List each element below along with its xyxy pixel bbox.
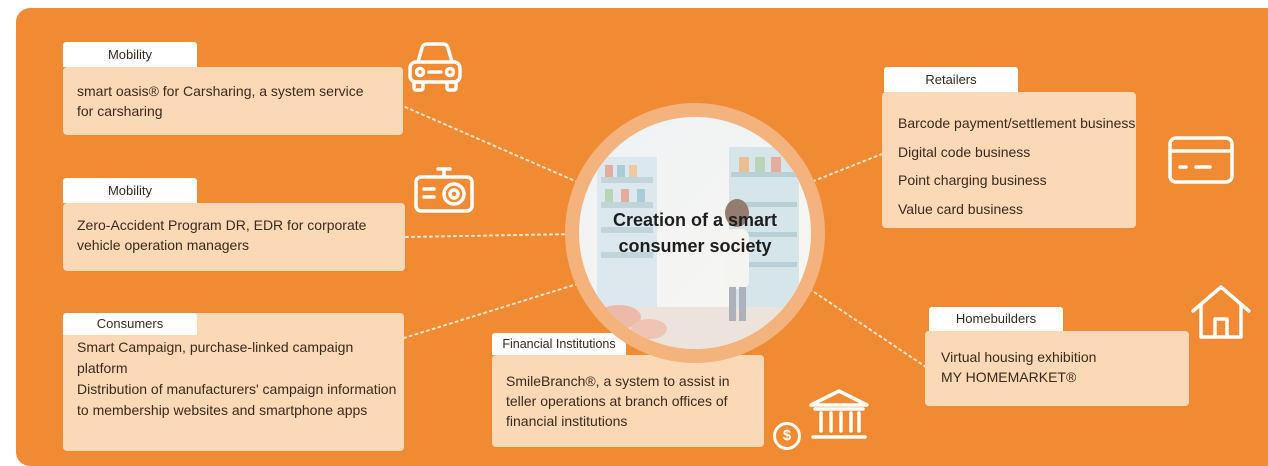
mobility-dashcam-line-2: vehicle operation managers [77,237,249,253]
mobility-carsharing-tab: Mobility [63,42,197,67]
consumers-category: Consumers [96,316,164,331]
mobility-dashcam-line-1: Zero-Accident Program DR, EDR for corpor… [77,217,367,233]
bank-icon [809,389,869,439]
retailers-tab: Retailers [884,67,1018,92]
store-scene-illustration [579,117,811,349]
mobility-dashcam-tab: Mobility [63,178,197,203]
diagram-panel: smart oasis® for Carsharing, a system se… [16,8,1268,466]
financial-tab: Financial Institutions [492,333,626,355]
retailers-line-4: Value card business [898,200,1024,217]
hub-photo: Creation of a smart consumer society [579,117,811,349]
financial-line-2: teller operations at branch offices of [506,393,728,409]
financial-category: Financial Institutions [502,337,616,351]
center-hub: Creation of a smart consumer society [565,103,825,363]
mobility-dashcam-box: Zero-Accident Program DR, EDR for corpor… [63,203,405,271]
coin-icon: $ [773,422,801,450]
hub-title-line-1: Creation of a smart [612,210,778,230]
consumers-line-1: Smart Campaign, purchase-linked campaign… [77,339,354,376]
consumers-line-3: to membership websites and smartphone ap… [77,402,368,418]
connector-retailers [805,153,883,185]
homebuilders-box: Virtual housing exhibition MY HOMEMARKET… [925,331,1189,406]
mobility-carsharing-category: Mobility [107,47,153,62]
retailers-line-2: Digital code business [898,143,1031,160]
mobility-carsharing-box: smart oasis® for Carsharing, a system se… [63,67,403,135]
house-icon [1191,285,1251,339]
consumers-tab: Consumers [63,313,197,335]
retailers-line-3: Point charging business [898,172,1047,188]
hub-title-line-2: consumer society [618,236,772,256]
connector-consumers [403,279,591,339]
homebuilders-category: Homebuilders [955,311,1037,326]
connector-homebuilders [801,283,927,368]
mobility-carsharing-line-2: for carsharing [77,103,163,119]
car-icon [408,42,462,92]
retailers-line-1: Barcode payment/settlement business [898,115,1136,131]
connector-carsharing [388,99,583,185]
connector-dashcam [405,233,577,238]
homebuilders-tab: Homebuilders [929,307,1063,331]
consumers-box: Smart Campaign, purchase-linked campaign… [63,313,404,451]
hub-title: Creation of a smart consumer society [579,207,811,259]
card-icon [1168,136,1234,184]
mobility-dashcam-category: Mobility [107,183,153,198]
financial-line-1: SmileBranch®, a system to assist in [506,373,730,389]
consumers-line-2: Distribution of manufacturers' campaign … [77,381,397,397]
financial-line-3: financial institutions [506,413,628,429]
dashcam-icon [414,167,474,213]
coin-symbol: $ [782,427,792,444]
financial-box: SmileBranch®, a system to assist in tell… [492,355,764,447]
homebuilders-line-2: MY HOMEMARKET® [941,369,1077,385]
homebuilders-line-1: Virtual housing exhibition [941,349,1097,365]
retailers-category: Retailers [925,72,977,87]
retailers-box: Barcode payment/settlement business Digi… [882,92,1136,228]
mobility-carsharing-line-1: smart oasis® for Carsharing, a system se… [77,83,364,99]
